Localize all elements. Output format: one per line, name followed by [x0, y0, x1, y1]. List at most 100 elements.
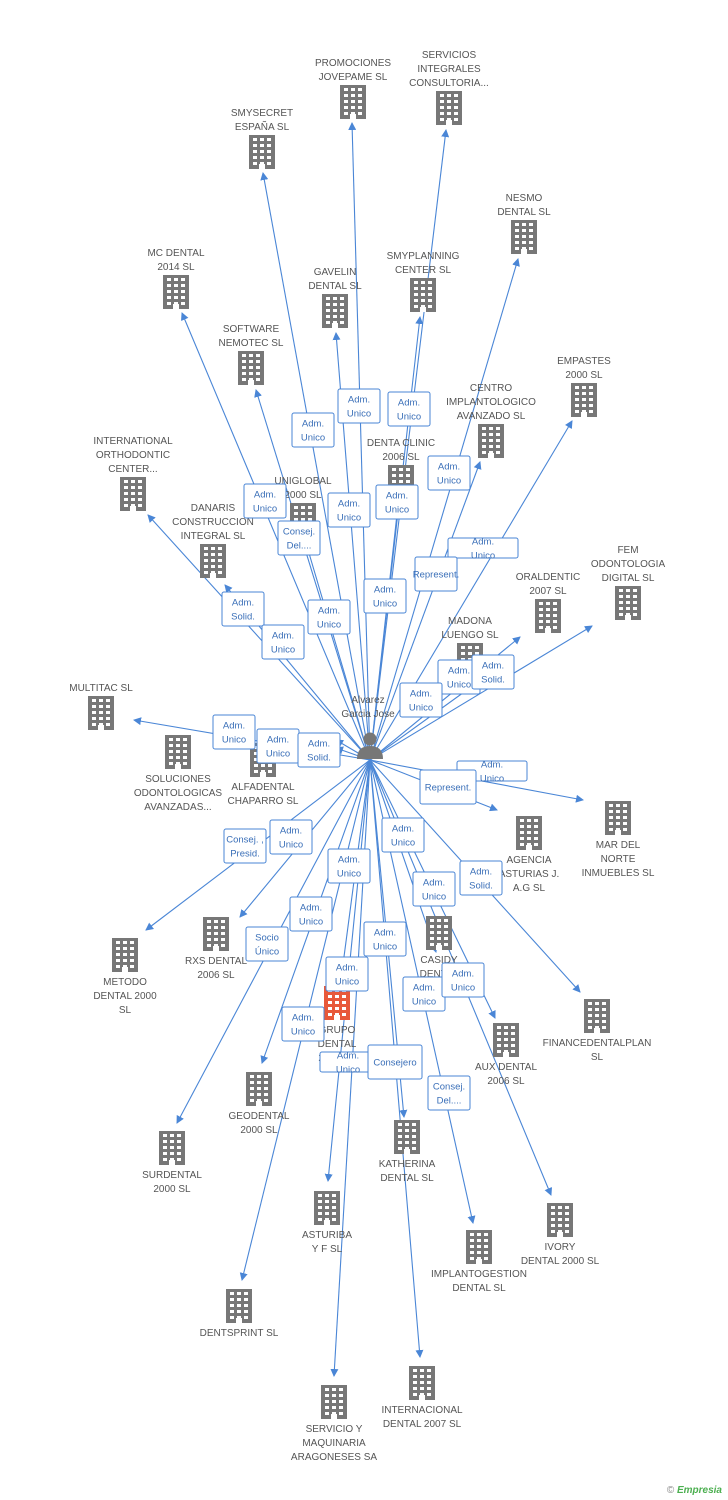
company-label: SERVICIOS	[422, 50, 477, 61]
role-badge[interactable]: Adm.Unico	[363, 921, 407, 957]
company-label: AGENCIA	[506, 855, 551, 866]
role-badge[interactable]: Adm.Unico	[269, 819, 313, 855]
role-badge[interactable]: Adm.Unico	[307, 599, 351, 635]
role-badge[interactable]: Adm.Unico	[256, 728, 300, 764]
role-badge[interactable]: Adm.Unico	[399, 682, 443, 718]
role-badge[interactable]: Adm.Unico	[437, 659, 481, 695]
company-label: EMPASTES	[557, 356, 611, 367]
role-badge[interactable]: Represent.	[419, 769, 477, 805]
role-label: Adm.	[413, 983, 435, 994]
role-badge[interactable]: Adm.Unico	[402, 976, 446, 1012]
role-label: Unico	[385, 505, 409, 516]
building-icon	[493, 1023, 519, 1057]
role-label: Unico	[391, 838, 415, 849]
role-label: Adm.	[308, 739, 330, 750]
building-icon	[516, 816, 542, 850]
role-label: Adm.	[223, 721, 245, 732]
role-badge[interactable]: Consej. ,Presid.	[223, 828, 267, 864]
role-badge[interactable]: Adm.Unico	[375, 484, 419, 520]
role-badge[interactable]: Adm.Unico	[381, 817, 425, 853]
building-icon	[200, 544, 226, 578]
role-badge[interactable]: Adm.Unico	[289, 896, 333, 932]
company-label: MADONA	[448, 616, 492, 627]
role-label: Adm.	[481, 760, 503, 771]
role-badge[interactable]: Adm.Solid.	[297, 732, 341, 768]
role-badge[interactable]: Adm.Unico	[412, 871, 456, 907]
role-badge[interactable]: Adm.Unico	[212, 714, 256, 750]
role-badge[interactable]: Adm.Unico	[327, 492, 371, 528]
company-label: SOLUCIONES	[145, 774, 211, 785]
role-label: Adm.	[272, 631, 294, 642]
company-node-dentsprint[interactable]: DENTSPRINT SL	[200, 1289, 279, 1339]
role-badge[interactable]: Consej.Del....	[427, 1075, 471, 1111]
role-badge[interactable]: Adm.Unico	[327, 848, 371, 884]
role-badge[interactable]: Consejero	[367, 1044, 423, 1080]
role-badge[interactable]: Adm.Unico	[261, 624, 305, 660]
role-badge[interactable]: Adm.Unico	[337, 388, 381, 424]
role-badge[interactable]: Adm.Unico	[427, 455, 471, 491]
role-badge[interactable]: Adm.Unico	[291, 412, 335, 448]
role-badge[interactable]: Adm.Unico	[447, 537, 519, 562]
role-badge[interactable]: Adm.Solid.	[459, 860, 503, 896]
edge-mc-dental	[181, 312, 371, 761]
company-label: PROMOCIONES	[315, 58, 391, 69]
role-badge[interactable]: Adm.Solid.	[471, 654, 515, 690]
role-label: Unico	[480, 774, 504, 785]
role-label: Adm.	[292, 1013, 314, 1024]
role-badge[interactable]: Adm.Unico	[387, 391, 431, 427]
company-label: ORTHODONTIC	[96, 450, 170, 461]
role-label: Socio	[255, 933, 279, 944]
brand-logo[interactable]: Empresia	[676, 1485, 722, 1496]
company-node-servicios-integrales[interactable]: SERVICIOSINTEGRALESCONSULTORIA...	[409, 50, 489, 125]
role-label: Unico	[336, 1065, 360, 1076]
role-badge[interactable]: Adm.Unico	[441, 962, 485, 998]
role-badge[interactable]: Adm.Solid.	[221, 591, 265, 627]
company-node-international-orthodontic[interactable]: INTERNATIONALORTHODONTICCENTER...	[93, 436, 173, 511]
role-label: Adm.	[374, 585, 396, 596]
company-node-soluciones[interactable]: SOLUCIONESODONTOLOGICASAVANZADAS...	[134, 735, 222, 813]
role-label: Unico	[373, 942, 397, 953]
role-badge[interactable]: Adm.Unico	[281, 1006, 325, 1042]
company-label: CONSULTORIA...	[409, 78, 489, 89]
role-badge[interactable]: Adm.Unico	[243, 483, 287, 519]
role-label: Adm.	[398, 398, 420, 409]
role-badge[interactable]: Adm.Unico	[325, 956, 369, 992]
role-label: Represent.	[413, 570, 459, 581]
company-label: DENTSPRINT SL	[200, 1328, 279, 1339]
company-node-multitac[interactable]: MULTITAC SL	[69, 683, 133, 730]
role-badge[interactable]: Consej.Del....	[277, 520, 321, 556]
building-icon	[547, 1203, 573, 1237]
role-badge[interactable]: Adm.Unico	[363, 578, 407, 614]
role-badge[interactable]: Represent.	[413, 556, 459, 592]
company-label: DENTAL SL	[452, 1283, 506, 1294]
